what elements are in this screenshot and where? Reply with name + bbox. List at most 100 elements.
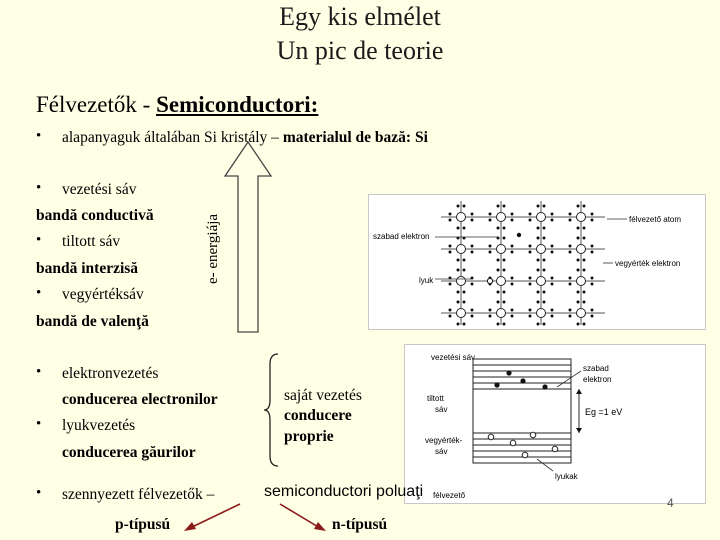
band-forbidden-hu: tiltott sáv [62,233,121,250]
label-gap: Eg =1 eV [585,407,622,417]
valence-electron-dot [488,250,492,254]
valence-electron-dot [542,226,546,230]
valence-electron-dot [550,250,554,254]
valence-electron-dot [576,204,580,208]
label-valence-band-2: sáv [435,447,447,456]
label-hole: lyuk [419,276,434,285]
valence-electron-dot [536,290,540,294]
band-hole [487,433,495,441]
lattice-atom [536,308,546,318]
valence-electron-dot [502,290,506,294]
valence-electron-dot [590,314,594,318]
band-electron [520,378,526,384]
intro-line: alapanyaguk általában Si kristály – mate… [62,128,428,147]
valence-electron-dot [582,322,586,326]
valence-electron-dot [550,244,554,248]
lattice-atom [456,244,466,254]
intro-bold: materialul de bază: Si [282,129,428,146]
label-valence-band-1: vegyérték- [425,436,463,445]
valence-electron-dot [550,218,554,222]
valence-electron-dot [550,276,554,280]
lattice-atom [496,244,506,254]
valence-electron-dot [496,290,500,294]
valence-electron-dot [542,322,546,326]
band-valence-ro: bandă de valenţă [36,313,149,330]
intro-normal: alapanyaguk általában Si kristály – [62,129,283,146]
valence-electron-dot [542,300,546,304]
band-forbidden-ro: bandă interzisă [36,260,139,277]
section-heading-normal: Félvezetők - [36,92,157,117]
valence-electron-dot [590,276,594,280]
label-semiconductor-atom: félvezető atom [629,215,681,224]
lattice-atom [496,308,506,318]
band-figure: vezetési sáv tiltott sáv szabad elektron… [404,344,706,504]
bullet-marker: • [36,364,42,380]
valence-electron-dot [448,244,452,248]
band-hole [509,439,517,447]
valence-electron-dot [550,282,554,286]
valence-electron-dot [528,314,532,318]
hole-dot [486,277,494,285]
label-free-electron: szabad elektron [373,232,429,241]
valence-electron-dot [550,314,554,318]
valence-electron-dot [470,314,474,318]
doped-semiconductors-ro: semiconductori poluaţi [264,483,424,500]
valence-electron-dot [528,282,532,286]
lattice-atom [496,276,506,286]
valence-electron-dot [568,308,572,312]
valence-electron-dot [582,236,586,240]
bullet-marker: • [36,232,42,248]
valence-electron-dot [470,282,474,286]
valence-electron-dot [448,314,452,318]
hole-conduction-hu: lyukvezetés [62,417,136,434]
valence-electron-dot [462,258,466,262]
valence-electron-dot [510,308,514,312]
valence-electron-dot [542,258,546,262]
valence-electron-dot [496,322,500,326]
valence-electron-dot [510,282,514,286]
valence-electron-dot [568,218,572,222]
intrinsic-conduction-ro-2: proprie [284,428,334,445]
lattice-atom [456,308,466,318]
valence-electron-dot [496,204,500,208]
valence-electron-dot [582,300,586,304]
valence-electron-dot [576,226,580,230]
valence-electron-dot [510,276,514,280]
intrinsic-conduction-ro-1: conducere [284,407,352,424]
section-heading-bold: Semiconductori: [156,92,319,117]
lattice-atom [456,212,466,222]
intrinsic-conduction-hu: saját vezetés [284,387,362,404]
valence-electron-dot [582,258,586,262]
bullet-marker: • [36,180,42,196]
electron-conduction-ro: conducerea electronilor [62,391,218,408]
valence-electron-dot [470,218,474,222]
valence-electron-dot [590,282,594,286]
valence-electron-dot [590,244,594,248]
p-type-label: p-típusú [115,516,171,533]
valence-electron-dot [496,258,500,262]
valence-electron-dot [582,290,586,294]
bullet-marker: • [36,416,42,432]
valence-electron-dot [488,218,492,222]
lattice-atom [576,244,586,254]
valence-electron-dot [568,244,572,248]
band-hole [521,451,529,459]
band-conduction-ro: bandă conductivă [36,207,154,224]
valence-electron-dot [536,268,540,272]
valence-electron-dot [488,212,492,216]
valence-electron-dot [470,212,474,216]
valence-electron-dot [576,300,580,304]
band-conduction-hu: vezetési sáv [62,181,137,198]
valence-electron-dot [510,212,514,216]
valence-electron-dot [448,250,452,254]
valence-electron-dot [502,268,506,272]
valence-electron-dot [590,212,594,216]
band-valence-hu: vegyértéksáv [62,286,144,303]
valence-electron-dot [528,276,532,280]
valence-electron-dot [568,282,572,286]
type-arrows [184,503,326,531]
valence-electron-dot [510,244,514,248]
valence-electron-dot [582,204,586,208]
valence-electron-dot [568,276,572,280]
valence-electron-dot [576,258,580,262]
